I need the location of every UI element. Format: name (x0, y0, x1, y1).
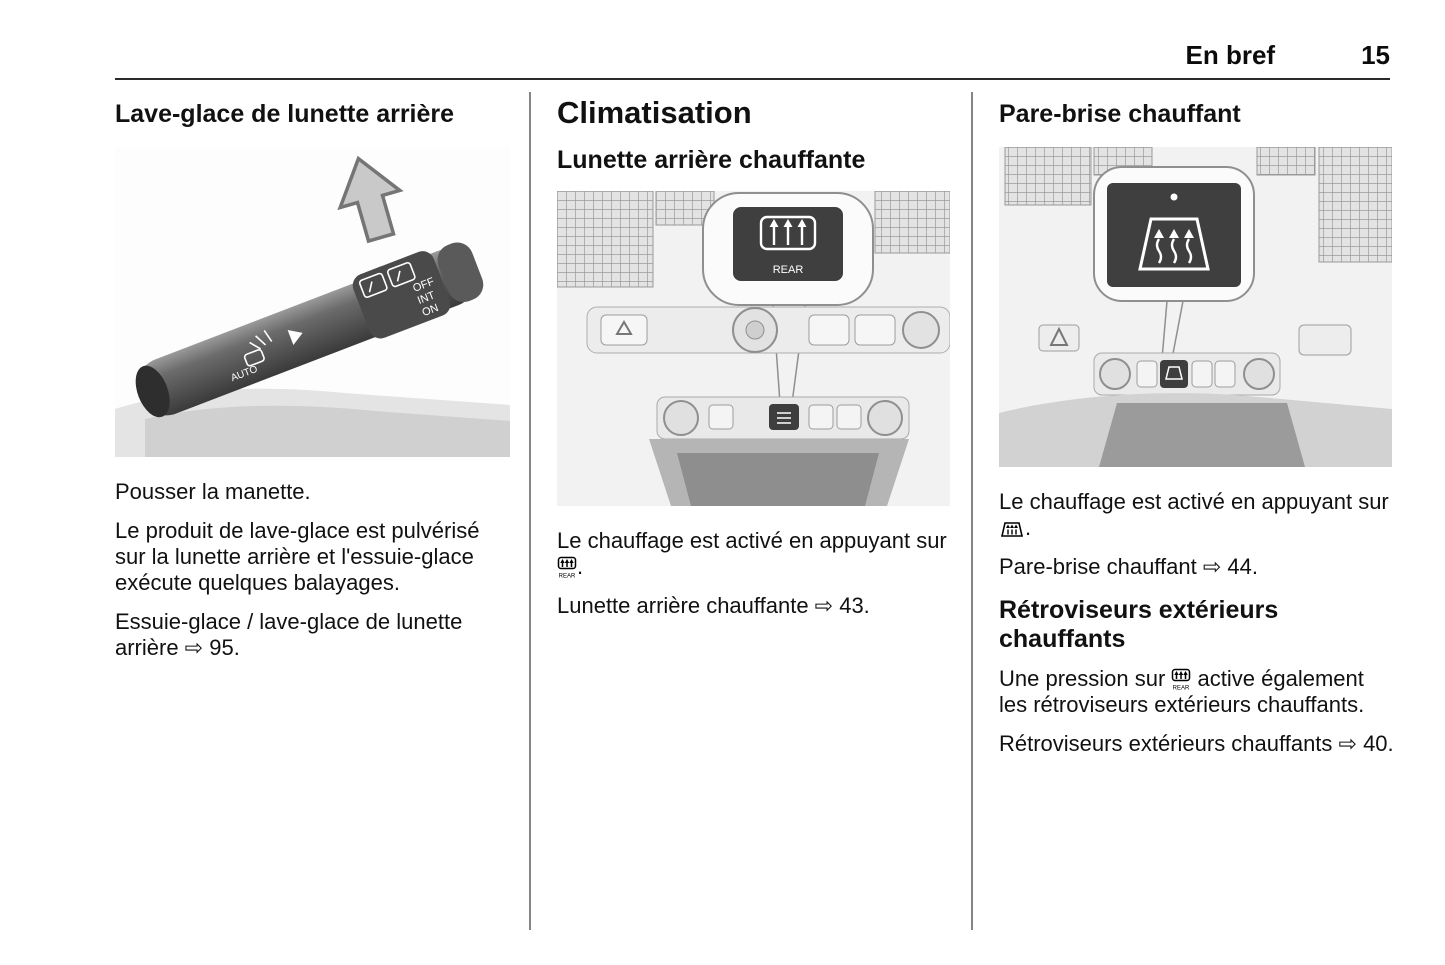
windshield-heating-button-panel (1160, 359, 1188, 388)
push-arrow-icon (337, 155, 404, 243)
cross-reference: Rétroviseurs extérieurs chauffants ⇨ 40. (999, 730, 1394, 756)
paragraph: Pousser la manette. (115, 478, 311, 504)
rear-wiper-icons (358, 261, 416, 298)
page-header: En bref 15 (115, 40, 1391, 71)
dashboard-image-windshield-heating (999, 146, 1393, 467)
air-vent-grille (874, 190, 951, 254)
rear-window-heating-icon: REAR (557, 556, 577, 579)
paragraph: Le chauffage est activé en appuyant sur … (557, 527, 947, 580)
hazard-button (1038, 324, 1080, 351)
washer-spray-icon (243, 329, 273, 367)
column-divider (971, 92, 973, 930)
windshield-heating-icon (999, 520, 1025, 538)
windshield-heating-icon (1138, 217, 1210, 270)
svg-text:REAR: REAR (1173, 685, 1190, 691)
stalk-arrow-marking (287, 329, 303, 345)
air-vent-grille (1004, 146, 1092, 205)
hazard-button-icon (615, 319, 633, 335)
section-title: En bref (1185, 40, 1276, 70)
hazard-button-icon (1049, 326, 1069, 346)
paragraph: Le produit de lave-glace est pulvérisé s… (115, 517, 480, 595)
sub-heading: Lunette arrière chauffante (557, 146, 866, 175)
wiper-stalk-illustration: AUTO OFF INT ON (115, 146, 510, 457)
air-vent-grille (556, 190, 654, 288)
cross-reference: Pare-brise chauffant ⇨ 44. (999, 553, 1258, 579)
content-columns: Lave-glace de lunette arrière (115, 92, 1394, 930)
page-number: 15 (1361, 40, 1390, 70)
rear-window-heating-icon: REAR (1171, 668, 1191, 691)
climate-knob (1099, 357, 1131, 390)
air-vent-grille (1256, 146, 1316, 175)
heated-windshield-illustration (999, 146, 1394, 467)
climate-knob (663, 399, 699, 436)
wiper-stalk-lever: AUTO OFF INT ON (135, 241, 484, 417)
paragraph: Une pression sur REAR active également l… (999, 665, 1365, 717)
cross-reference: Essuie-glace / lave-glace de lunette arr… (115, 608, 463, 660)
rear-heating-button-panel (769, 403, 799, 430)
rear-window-heating-illustration: REAR (556, 190, 952, 506)
chapter-heading: Climatisation (557, 95, 752, 130)
column-climatisation: Climatisation Lunette arrière chauffante (556, 92, 952, 930)
dashboard-image-rear-heating: REAR (556, 190, 951, 506)
button-indicator-led (1170, 193, 1178, 200)
svg-text:REAR: REAR (559, 573, 576, 579)
rear-window-heating-icon (759, 215, 817, 250)
header-rule (115, 78, 1390, 80)
air-vent-grille (1318, 146, 1393, 262)
topic-heading: Lave-glace de lunette arrière (115, 100, 455, 128)
column-divider (529, 92, 531, 930)
paragraph: Le chauffage est activé en appuyant sur … (999, 488, 1389, 540)
column-heated-windshield: Pare-brise chauffant (999, 92, 1394, 930)
sub-heading: Rétroviseurs extérieurs chauffants (999, 595, 1279, 653)
wiper-stalk-image: AUTO OFF INT ON (115, 146, 510, 457)
climate-knob (867, 399, 903, 436)
topic-heading: Pare-brise chauffant (999, 100, 1241, 128)
column-rear-washer: Lave-glace de lunette arrière (115, 92, 510, 930)
stalk-label-on: ON (421, 301, 441, 318)
rear-button-label: REAR (773, 264, 804, 276)
cross-reference: Lunette arrière chauffante ⇨ 43. (557, 592, 870, 618)
callout-pointer (1161, 300, 1184, 359)
climate-knob (1243, 357, 1275, 390)
